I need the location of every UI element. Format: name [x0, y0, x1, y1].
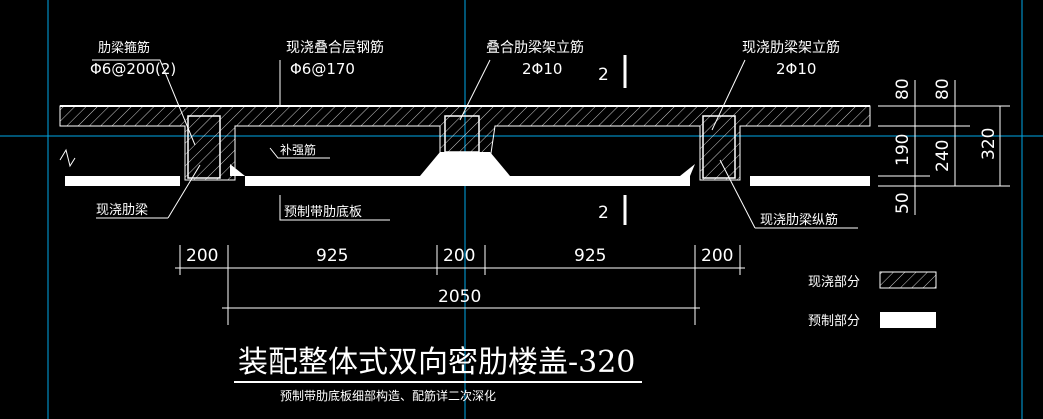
precast-panel [65, 152, 870, 186]
section-mark-bottom: 2 [598, 195, 627, 225]
dim-right-a: 80 [893, 78, 913, 100]
label-cast-layer-rebar-spec: Φ6@170 [290, 60, 355, 78]
dim-right-b: 80 [933, 78, 953, 100]
label-rib-stirrup-spec: Φ6@200(2) [90, 60, 176, 78]
dims-bottom [175, 245, 745, 325]
dims-right [878, 80, 1010, 215]
drawing-note: 预制带肋底板细部构造、配筋详二次深化 [280, 388, 496, 403]
section-mark-top: 2 [598, 55, 627, 88]
label-cast-rib-erect: 现浇肋梁架立筋 [742, 39, 840, 56]
dim-right-c: 190 [893, 134, 913, 166]
label-composite-rib-erect: 叠合肋梁架立筋 [486, 39, 584, 56]
legend-cast-swatch [879, 271, 937, 289]
label-precast-panel: 预制带肋底板 [284, 204, 362, 220]
break-line [59, 148, 76, 168]
label-cast-layer-rebar: 现浇叠合层钢筋 [286, 39, 384, 56]
legend-precast-label: 预制部分 [808, 314, 860, 329]
drawing-title: 装配整体式双向密肋楼盖-320 [238, 345, 635, 380]
section-label-top: 2 [598, 65, 609, 85]
section-label-bottom: 2 [598, 203, 609, 223]
dim-right-e: 320 [979, 128, 999, 160]
legend-precast-swatch [880, 312, 936, 328]
dim-bottom-4: 200 [701, 246, 733, 266]
dim-total: 2050 [438, 287, 481, 307]
label-reinforcing-bar: 补强筋 [280, 142, 316, 157]
legend-cast-label: 现浇部分 [808, 275, 860, 290]
leaders [92, 59, 858, 229]
dim-right-f: 50 [893, 192, 913, 214]
label-composite-rib-erect-spec: 2Φ10 [522, 60, 562, 78]
dim-bottom-1: 925 [316, 246, 348, 266]
dim-bottom-3: 925 [574, 246, 606, 266]
label-cast-rib-erect-spec: 2Φ10 [776, 60, 816, 78]
label-rib-stirrup: 肋梁箍筋 [98, 40, 150, 56]
dim-bottom-0: 200 [186, 246, 218, 266]
label-cast-rib-beam: 现浇肋梁 [96, 203, 148, 218]
dim-bottom-2: 200 [443, 246, 475, 266]
label-cast-rib-long-bar: 现浇肋梁纵筋 [760, 212, 838, 228]
dim-right-d: 240 [933, 140, 953, 172]
legend: 现浇部分 预制部分 [808, 271, 937, 329]
